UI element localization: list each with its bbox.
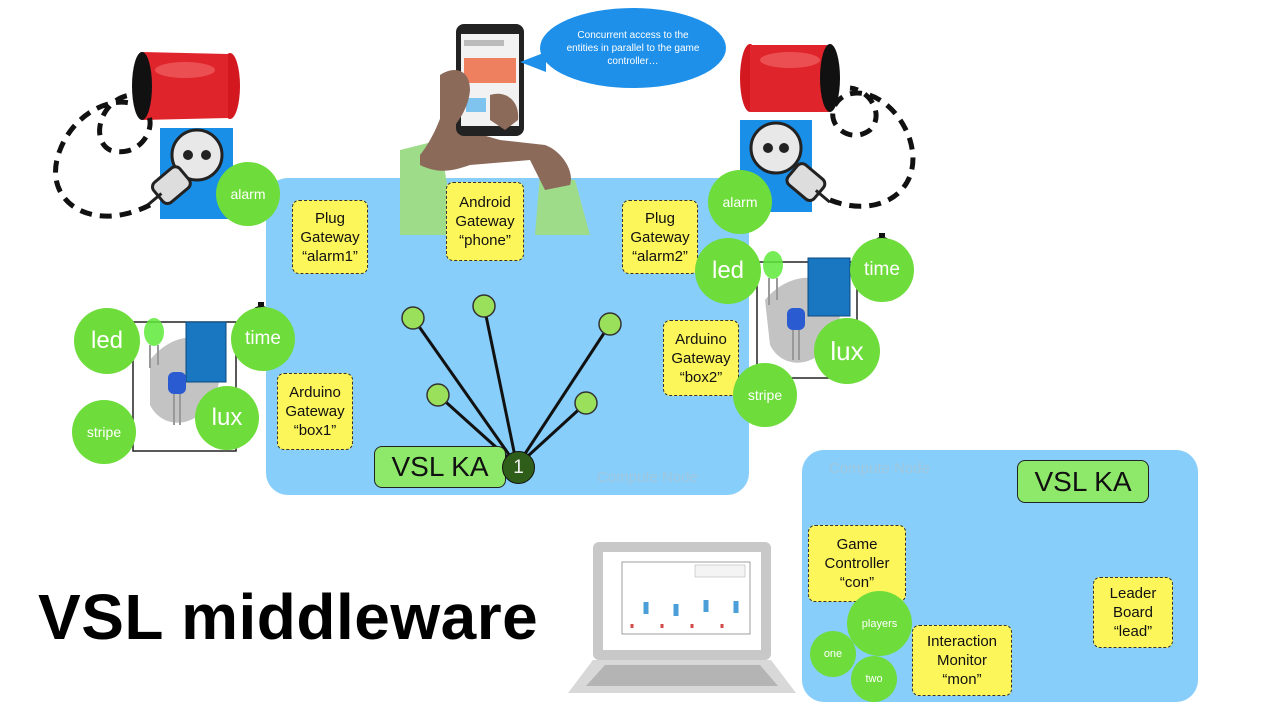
ka-peer-node (426, 383, 450, 407)
alarm-light-left-icon (132, 52, 240, 120)
page-title: VSL middleware (38, 581, 539, 653)
entity-stripe-left[interactable]: stripe (72, 400, 136, 464)
arduino-board-left-icon (185, 321, 227, 383)
socket-face-right-icon (749, 121, 803, 175)
gateway-interaction-monitor-mon[interactable]: Interaction Monitor “mon” (912, 625, 1012, 696)
laptop-plot-boxes (643, 600, 739, 616)
vsl-ka-left-label: VSL KA (391, 451, 489, 482)
gateway-game-controller-con[interactable]: Game Controller “con” (808, 525, 906, 602)
vsl-ka-right-label: VSL KA (1034, 465, 1132, 497)
vsl-ka-left[interactable]: VSL KA (374, 446, 506, 488)
ka-badge: 1 (502, 451, 535, 484)
plug-left-icon (146, 165, 192, 207)
light-sensor-left-icon (168, 372, 186, 394)
gateway-leader-board-lead[interactable]: Leader Board “lead” (1093, 577, 1173, 648)
gateway-plug-alarm1[interactable]: Plug Gateway “alarm1” (292, 200, 368, 274)
green-led-left-icon (144, 318, 164, 346)
ka-peer-node (574, 391, 598, 415)
ka-peer-node (401, 306, 425, 330)
concurrent-access-bubble: Concurrent access to the entities in par… (540, 8, 726, 88)
gateway-android-phone[interactable]: Android Gateway “phone” (446, 182, 524, 261)
entity-lux-right[interactable]: lux (814, 318, 880, 384)
hand-phone-icon (400, 24, 590, 235)
plug-right-icon (785, 162, 831, 204)
entity-two[interactable]: two (851, 656, 897, 702)
entity-alarm-left[interactable]: alarm (216, 162, 280, 226)
ka-peer-nodes (401, 294, 622, 415)
entity-lux-left[interactable]: lux (195, 386, 259, 450)
entity-time-right[interactable]: time (850, 238, 914, 302)
compute-node-right-label: Compute Node (829, 460, 930, 477)
light-sensor-right-icon (787, 308, 805, 330)
entity-time-left[interactable]: time (231, 307, 295, 371)
gateway-plug-alarm2[interactable]: Plug Gateway “alarm2” (622, 200, 698, 274)
ka-peer-node (598, 312, 622, 336)
green-led-right-icon (763, 251, 783, 279)
socket-face-left-icon (170, 128, 224, 182)
entity-players[interactable]: players (847, 591, 912, 656)
entity-led-left[interactable]: led (74, 308, 140, 374)
arduino-board-right-icon (807, 257, 851, 317)
ka-peer-node (472, 294, 496, 318)
bubble-text: Concurrent access to the entities in par… (566, 29, 700, 67)
laptop-icon (568, 542, 796, 693)
vsl-ka-right[interactable]: VSL KA (1017, 460, 1149, 503)
entity-led-right[interactable]: led (695, 238, 761, 304)
entity-stripe-right[interactable]: stripe (733, 363, 797, 427)
cable-right (829, 85, 916, 209)
entity-one[interactable]: one (810, 631, 856, 677)
compute-node-left-label: Compute Node (597, 469, 698, 486)
gateway-arduino-box1[interactable]: Arduino Gateway “box1” (277, 373, 353, 450)
entity-alarm-right[interactable]: alarm (708, 170, 772, 234)
cable-left (53, 92, 153, 219)
gateway-arduino-box2[interactable]: Arduino Gateway “box2” (663, 320, 739, 396)
bubble-tail (520, 52, 546, 72)
alarm-light-right-icon (740, 44, 840, 112)
